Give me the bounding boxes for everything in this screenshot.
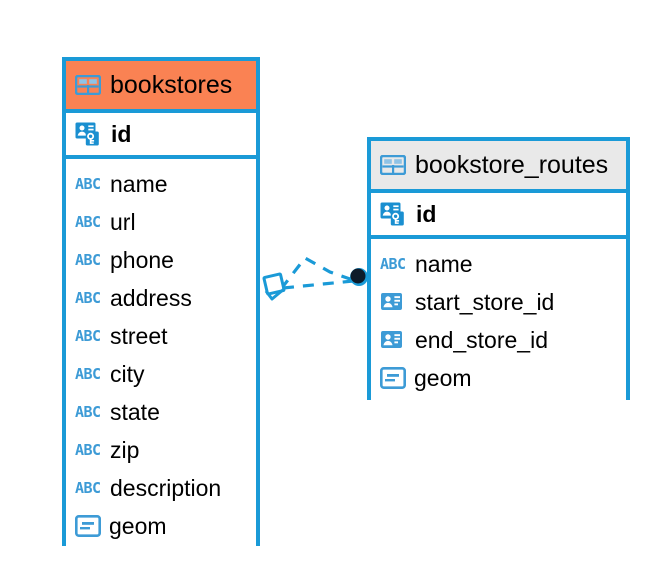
entity-header-bookstores[interactable]: bookstores <box>66 61 256 113</box>
column-name: phone <box>110 246 174 273</box>
column-row-state[interactable]: ABC state <box>66 393 256 431</box>
entity-title: bookstores <box>110 70 233 99</box>
entity-header-bookstore_routes[interactable]: bookstore_routes <box>371 141 626 193</box>
svg-text:ABC: ABC <box>75 290 101 306</box>
column-row-start_store_id[interactable]: start_store_id <box>371 283 626 321</box>
column-name: address <box>110 284 192 311</box>
column-name: geom <box>414 364 472 391</box>
column-row-end_store_id[interactable]: end_store_id <box>371 321 626 359</box>
column-name: description <box>110 474 222 501</box>
column-name: end_store_id <box>415 326 548 353</box>
svg-text:ABC: ABC <box>75 252 101 268</box>
column-list-bookstores: ABC name ABC url ABC phone ABC <box>66 159 256 551</box>
svg-text:ABC: ABC <box>75 176 101 192</box>
primary-key-row-bookstores[interactable]: id <box>66 113 256 159</box>
foreign-key-icon <box>381 292 402 310</box>
svg-text:ABC: ABC <box>75 480 101 496</box>
svg-text:ABC: ABC <box>75 404 101 420</box>
column-list-bookstore_routes: ABC name start_store_id <box>371 239 626 403</box>
column-row-description[interactable]: ABC description <box>66 469 256 507</box>
column-name: start_store_id <box>415 288 555 315</box>
text-abc-icon: ABC <box>75 404 101 420</box>
geometry-icon <box>380 367 406 389</box>
svg-text:ABC: ABC <box>75 214 101 230</box>
text-abc-icon: ABC <box>75 480 101 496</box>
column-row-phone[interactable]: ABC phone <box>66 241 256 279</box>
column-name: state <box>110 398 160 425</box>
entity-bookstores[interactable]: bookstores id ABC <box>62 57 260 551</box>
column-row-city[interactable]: ABC city <box>66 355 256 393</box>
svg-text:ABC: ABC <box>380 256 406 272</box>
text-abc-icon: ABC <box>75 252 101 268</box>
text-abc-icon: ABC <box>75 214 101 230</box>
column-name: url <box>110 208 136 235</box>
foreign-key-icon <box>381 330 402 348</box>
column-row-street[interactable]: ABC street <box>66 317 256 355</box>
entity-title: bookstore_routes <box>415 150 609 179</box>
text-abc-icon: ABC <box>380 256 406 272</box>
text-abc-icon: ABC <box>75 328 101 344</box>
column-name: street <box>110 322 168 349</box>
relationship-line-upper <box>279 255 354 290</box>
column-name: id <box>111 120 132 147</box>
column-row-url[interactable]: ABC url <box>66 203 256 241</box>
column-row-geom[interactable]: geom <box>371 359 626 397</box>
svg-text:ABC: ABC <box>75 366 101 382</box>
geometry-icon <box>75 515 101 537</box>
primary-key-icon <box>75 122 99 145</box>
svg-text:ABC: ABC <box>75 442 101 458</box>
primary-key-row-bookstore_routes[interactable]: id <box>371 193 626 239</box>
column-name: city <box>110 360 145 387</box>
text-abc-icon: ABC <box>75 442 101 458</box>
column-name: id <box>416 200 437 227</box>
column-name: name <box>415 250 473 277</box>
table-icon <box>380 155 406 175</box>
svg-text:ABC: ABC <box>75 328 101 344</box>
relationship-source-diamond-icon <box>262 272 286 301</box>
column-name: geom <box>109 512 167 539</box>
column-name: zip <box>110 436 140 463</box>
column-row-zip[interactable]: ABC zip <box>66 431 256 469</box>
column-row-name[interactable]: ABC name <box>371 245 626 283</box>
entity-bookstore_routes[interactable]: bookstore_routes id ABC <box>367 137 630 403</box>
column-row-geom[interactable]: geom <box>66 507 256 545</box>
text-abc-icon: ABC <box>75 290 101 306</box>
column-name: name <box>110 170 168 197</box>
table-icon <box>75 75 101 95</box>
text-abc-icon: ABC <box>75 366 101 382</box>
column-row-address[interactable]: ABC address <box>66 279 256 317</box>
relationship-target-circle-icon <box>350 268 368 286</box>
relationship-line-lower <box>282 279 354 290</box>
column-row-name[interactable]: ABC name <box>66 165 256 203</box>
primary-key-icon <box>380 202 404 225</box>
text-abc-icon: ABC <box>75 176 101 192</box>
